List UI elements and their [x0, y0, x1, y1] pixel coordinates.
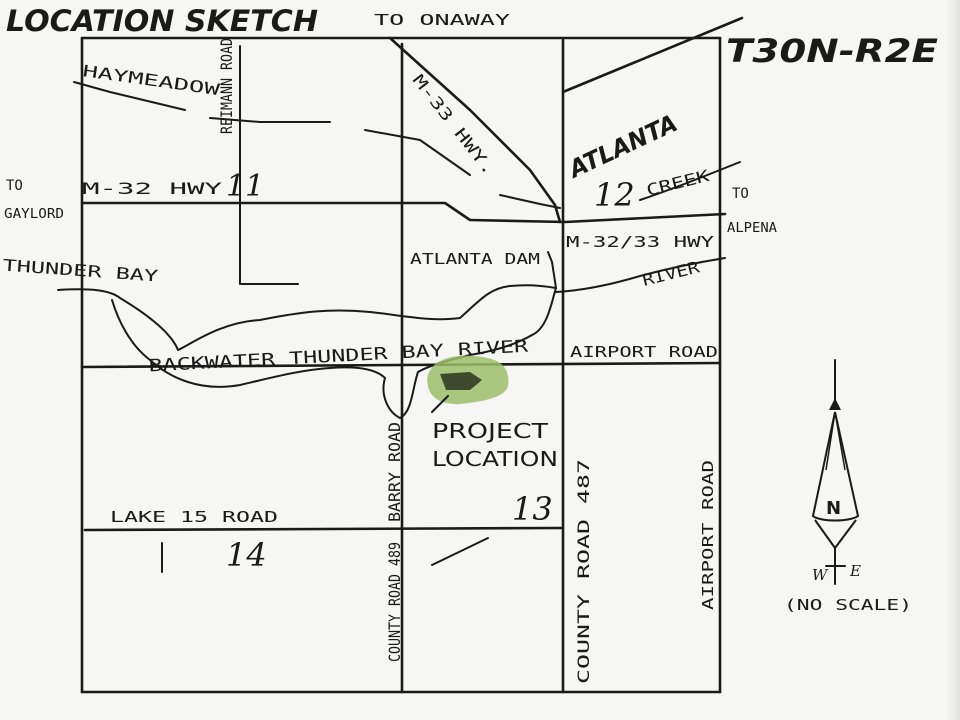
project-site — [427, 355, 509, 413]
map-title: LOCATION SKETCH — [6, 4, 318, 38]
no-scale-note: (NO SCALE) — [784, 596, 912, 614]
county-road-487-label: COUNTY ROAD 487 — [574, 459, 593, 684]
waterways — [57, 161, 741, 419]
section-12-label: 12 — [594, 176, 635, 214]
barry-road-label: BARRY ROAD — [385, 422, 404, 522]
county-road-489-spur — [431, 537, 489, 566]
section-14-label: 14 — [226, 536, 267, 574]
haymeadow-road-east — [209, 117, 331, 123]
north-arrow-cone — [811, 411, 860, 522]
section-13-label: 13 — [512, 490, 553, 528]
m32-hwy-line — [80, 201, 727, 224]
creek-line — [639, 161, 741, 201]
airport-road-label-v: AIRPORT ROAD — [699, 460, 717, 610]
lake-15-road-label: LAKE 15 ROAD — [110, 508, 278, 526]
project-leader-line — [431, 395, 449, 413]
thunder-bay-river-east — [555, 257, 726, 293]
section-11-label: 11 — [226, 169, 264, 204]
county-road-489-label-a: COUNTY ROAD 489 — [385, 542, 404, 662]
north-arrow-inner — [825, 411, 846, 471]
north-arrow-tip-icon — [829, 398, 841, 410]
project-location-label-2: LOCATION — [432, 447, 558, 471]
ne-road-line — [561, 16, 744, 94]
compass-w-label: W — [812, 566, 829, 584]
paper-edge — [946, 0, 960, 720]
to-alpena-word: TO — [732, 186, 749, 202]
project-building-footprint — [440, 372, 482, 390]
creek-label: CREEK — [644, 166, 711, 200]
haymeadow-road-line — [73, 81, 186, 111]
north-arrow-tail — [814, 519, 857, 550]
local-road-atlanta — [499, 194, 561, 209]
township-label: T30N-R2E — [726, 32, 938, 70]
compass-e-label: E — [849, 562, 861, 580]
to-onaway-label: TO ONAWAY — [374, 11, 510, 29]
project-location-label: PROJECT — [432, 419, 549, 443]
reimann-road-line — [239, 45, 299, 285]
alpena-label: ALPENA — [727, 221, 777, 236]
m33-hwy-line — [388, 36, 562, 224]
atlanta-label: ATLANTA — [563, 109, 682, 184]
thunder-bay-label: THUNDER BAY — [2, 256, 159, 286]
river-label: RIVER — [640, 257, 701, 290]
m32-33-hwy-label: M-32/33 HWY — [566, 233, 714, 251]
m32-hwy-label: M-32 HWY — [82, 179, 223, 198]
atlanta-dam-mark — [547, 251, 557, 289]
haymeadow-label: HAYMEADOW — [81, 61, 221, 99]
roads — [73, 16, 744, 573]
compass-n-label: N — [826, 498, 841, 519]
to-gaylord-word: TO — [6, 178, 23, 194]
gaylord-label: GAYLORD — [4, 207, 64, 222]
section-grid — [80, 36, 727, 694]
airport-road-label-h: AIRPORT ROAD — [570, 343, 718, 361]
lake-15-road-line — [83, 526, 565, 532]
backwater-river-south — [111, 287, 557, 419]
thunder-bay-river-north — [57, 284, 557, 351]
local-road-line — [364, 129, 471, 176]
atlanta-dam-label: ATLANTA DAM — [410, 250, 540, 268]
north-arrow: N W E (NO SCALE) — [784, 359, 912, 614]
reimann-road-label: REIMANN ROAD — [217, 38, 236, 134]
airport-road-line — [80, 361, 722, 369]
